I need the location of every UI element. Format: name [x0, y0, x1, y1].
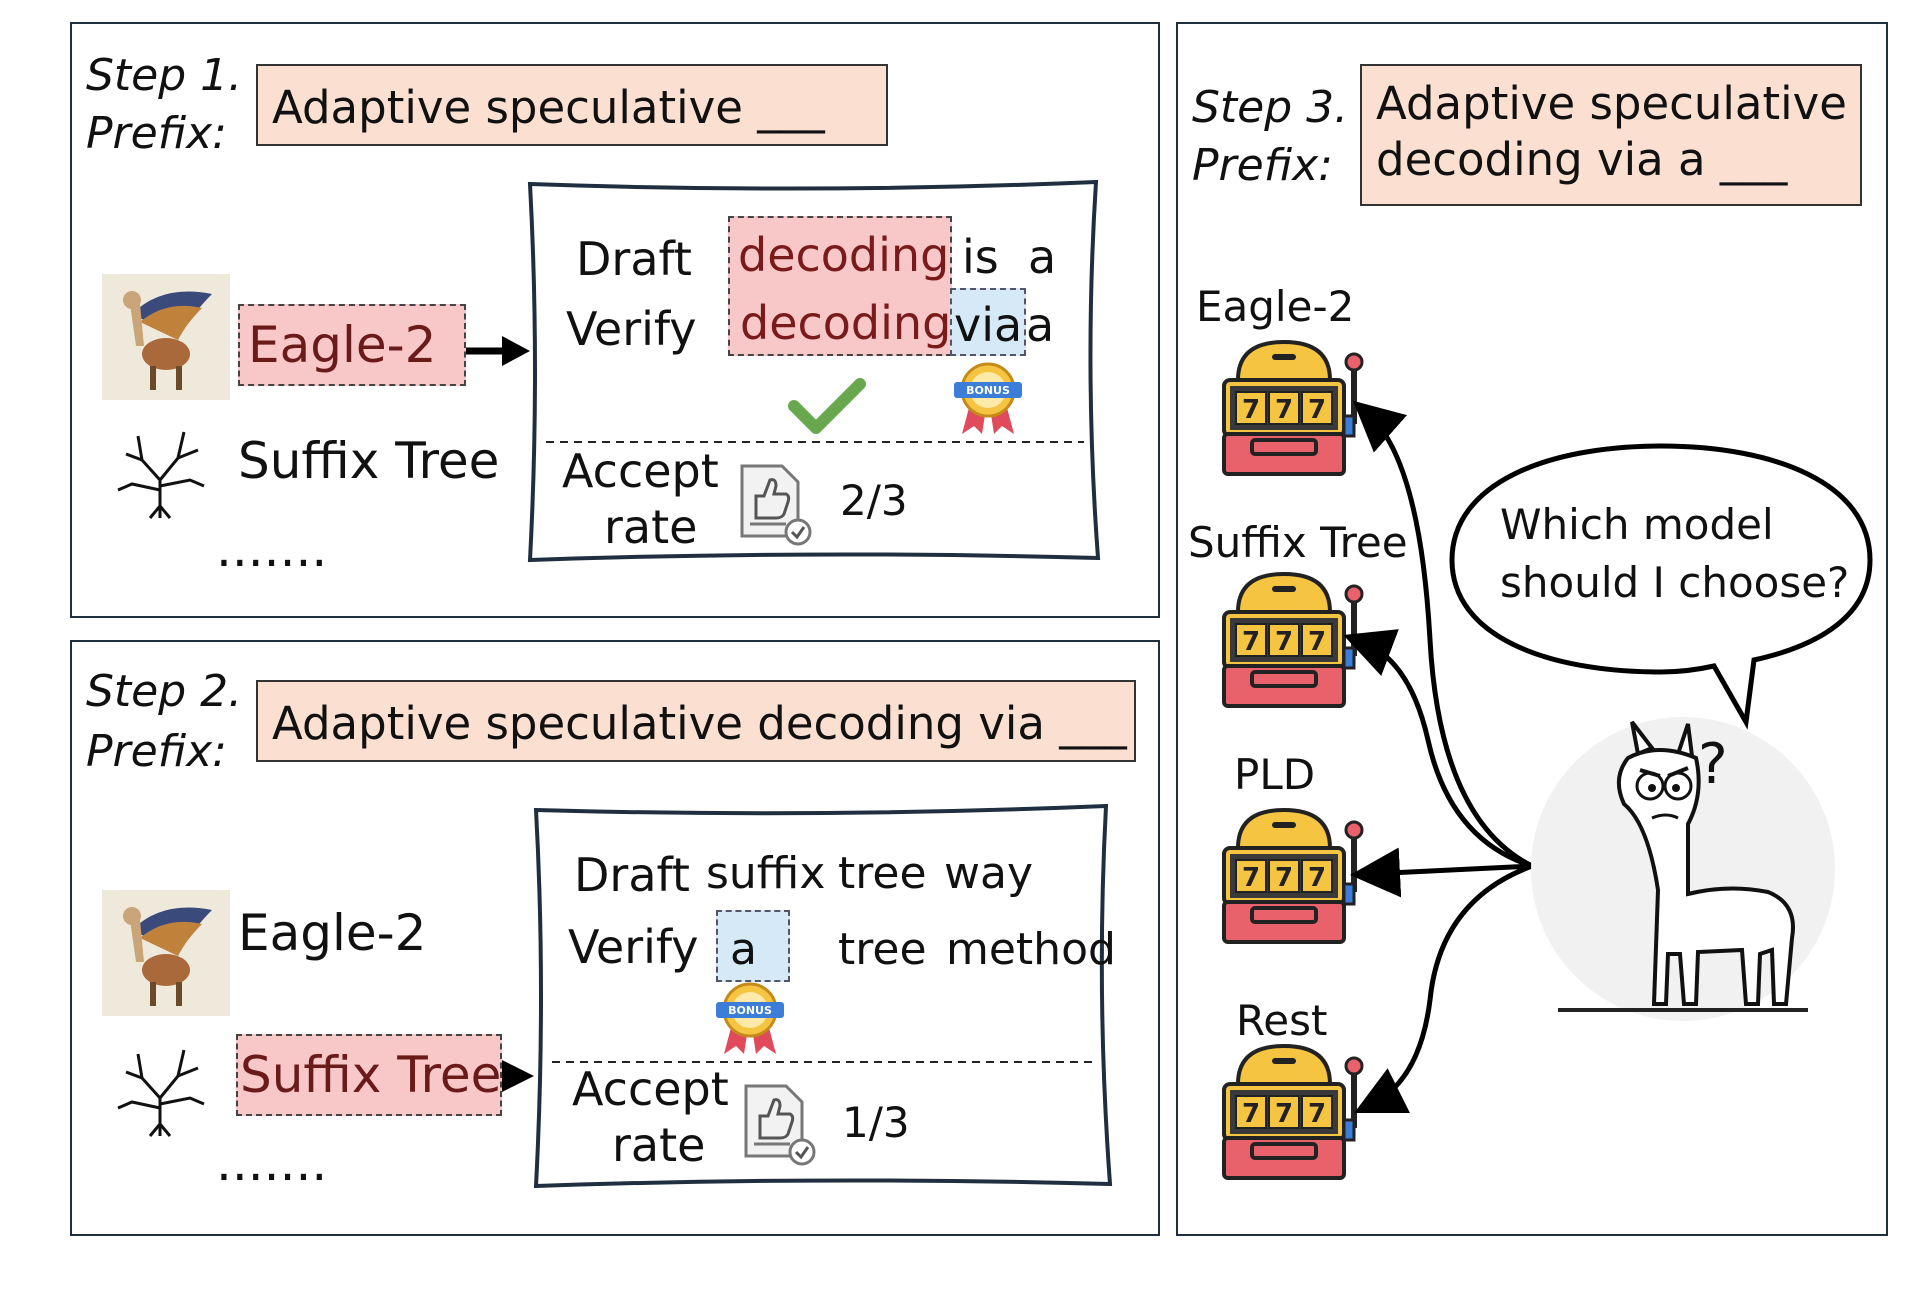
- step1-arrow: [466, 336, 530, 366]
- svg-text:7: 7: [1242, 395, 1260, 425]
- step2-draft-token-3: way: [944, 848, 1033, 899]
- step2-label: Step 2.: [86, 666, 243, 717]
- step2-model-eagle: Eagle-2: [238, 904, 427, 962]
- step1-bonus-highlight: [950, 288, 1026, 356]
- step1-decoding-highlight: [728, 216, 952, 356]
- bubble-text-line2: should I choose?: [1500, 558, 1850, 607]
- step2-prefix-box: Adaptive speculative decoding via ___: [256, 680, 1136, 762]
- svg-text:7: 7: [1275, 627, 1293, 657]
- step1-verify-label: Verify: [566, 302, 697, 356]
- step3-prefix-label: Prefix:: [1192, 140, 1333, 191]
- arm-label-suffix-tree: Suffix Tree: [1188, 518, 1408, 567]
- arrow-to-suffix-tree: [1343, 629, 1533, 869]
- step1-accept-label: Accept: [562, 444, 719, 498]
- step1-draft-label: Draft: [576, 232, 692, 286]
- step1-verify-token-3: a: [1026, 298, 1055, 352]
- step3-prefix-line2: decoding via a ___: [1376, 133, 1788, 186]
- step2-model-ellipsis: .......: [216, 1134, 328, 1192]
- bonus-badge-text: BONUS: [966, 384, 1010, 397]
- arrow-to-rest: [1354, 863, 1533, 1113]
- step2-arrow: [502, 1060, 534, 1092]
- bonus-badge-icon: BONUS: [954, 362, 1022, 434]
- bubble-text-line1: Which model: [1500, 500, 1774, 549]
- svg-text:7: 7: [1242, 863, 1260, 893]
- step1-rate-label: rate: [604, 500, 698, 554]
- step1-draft-token-3: a: [1028, 230, 1057, 284]
- step1-prefix-label: Prefix:: [86, 108, 227, 159]
- step1-selected-model: Eagle-2: [238, 304, 466, 386]
- arm-label-pld: PLD: [1234, 750, 1316, 799]
- arm-label-eagle: Eagle-2: [1196, 282, 1355, 331]
- step1-prefix-box: Adaptive speculative ___: [256, 64, 888, 146]
- step1-model-ellipsis: .......: [216, 520, 328, 578]
- svg-text:7: 7: [1308, 395, 1326, 425]
- check-icon: [788, 378, 866, 434]
- svg-text:7: 7: [1242, 1099, 1260, 1129]
- step1-draft-token-2: is: [962, 230, 999, 284]
- step2-rate-label: rate: [612, 1118, 706, 1172]
- step1-verify-token-2: via: [954, 298, 1023, 352]
- arrow-to-pld: [1350, 847, 1533, 898]
- step2-verify-label: Verify: [568, 920, 699, 974]
- step2-draft-token-2: tree: [838, 848, 927, 899]
- step1-verify-token-1: decoding: [740, 296, 952, 350]
- svg-text:7: 7: [1308, 863, 1326, 893]
- bonus-badge-text: BONUS: [728, 1004, 772, 1017]
- step2-accept-rate-value: 1/3: [842, 1098, 910, 1147]
- svg-text:7: 7: [1275, 1099, 1293, 1129]
- thumbs-up-doc-icon: [740, 464, 812, 546]
- svg-text:7: 7: [1308, 1099, 1326, 1129]
- step2-draft-token-1: suffix: [706, 848, 826, 899]
- tree-icon: [117, 1049, 205, 1137]
- step2-verify-token-3: method: [946, 924, 1116, 975]
- step1-accept-rate-value: 2/3: [840, 476, 908, 525]
- step3-prefix-box: Adaptive speculative decoding via a ___: [1360, 64, 1862, 206]
- step2-accept-label: Accept: [572, 1062, 729, 1116]
- speech-bubble: [1449, 443, 1873, 730]
- eagle-llama-icon: [102, 274, 230, 400]
- step1-card: [527, 179, 1101, 563]
- arm-label-rest: Rest: [1236, 996, 1328, 1045]
- step3-label: Step 3.: [1192, 82, 1349, 133]
- step2-verify-token-1: a: [730, 924, 757, 975]
- step2-bonus-highlight: [716, 910, 790, 982]
- llama-question-mark: ?: [1698, 732, 1728, 797]
- step2-draft-label: Draft: [574, 848, 690, 902]
- step3-prefix-line1: Adaptive speculative: [1376, 77, 1847, 130]
- step1-label: Step 1.: [86, 50, 243, 101]
- thumbs-up-doc-icon: [744, 1084, 816, 1166]
- step1-draft-token-1: decoding: [738, 228, 950, 282]
- step2-selected-model: Suffix Tree: [236, 1034, 502, 1116]
- tree-icon: [117, 431, 205, 519]
- llama-icon: [1531, 717, 1835, 1021]
- svg-text:7: 7: [1308, 627, 1326, 657]
- svg-text:7: 7: [1242, 627, 1260, 657]
- bonus-badge-icon: BONUS: [716, 982, 784, 1054]
- arrow-to-eagle: [1353, 400, 1534, 869]
- svg-text:7: 7: [1275, 863, 1293, 893]
- step2-prefix-label: Prefix:: [86, 726, 227, 777]
- svg-text:7: 7: [1275, 395, 1293, 425]
- step2-card: [533, 803, 1113, 1189]
- step2-verify-token-2: tree: [838, 924, 927, 975]
- eagle-llama-icon: [102, 890, 230, 1016]
- step1-model-suffix-tree: Suffix Tree: [238, 432, 500, 490]
